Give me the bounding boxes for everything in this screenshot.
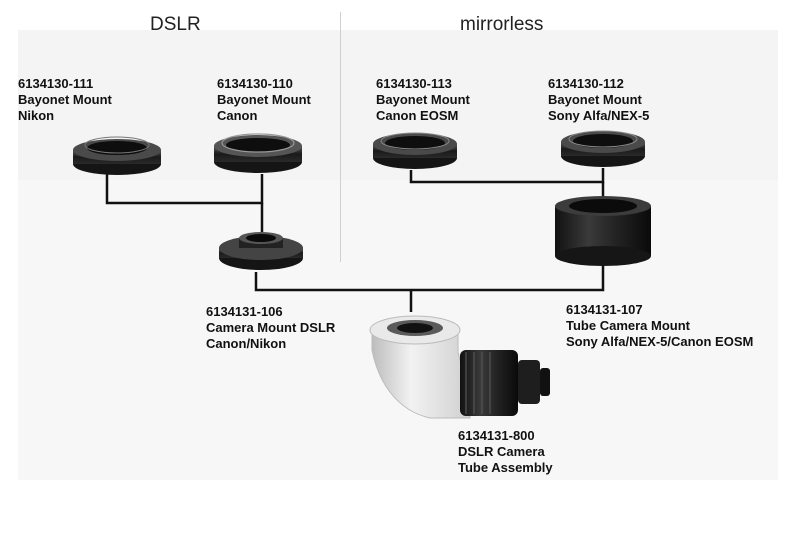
part-number: 6134130-110 — [217, 76, 293, 91]
part-type: Bayonet Mount — [548, 92, 642, 107]
label-canon-eosm-mount: 6134130-113 Bayonet Mount Canon EOSM — [376, 76, 470, 124]
part-compat: Canon/Nikon — [206, 336, 287, 351]
canon-eosm-mount-ring — [373, 132, 457, 169]
part-number: 6134130-111 — [18, 76, 94, 91]
section-title-dslr: DSLR — [150, 14, 201, 35]
connector-eosm-sony — [409, 168, 605, 184]
part-type: Bayonet Mount — [18, 92, 112, 107]
part-type: Tube Camera Mount — [566, 318, 690, 333]
label-tube-assembly: 6134131-800 DSLR Camera Tube Assembly — [458, 428, 553, 476]
label-tube-camera-mount: 6134131-107 Tube Camera Mount Sony Alfa/… — [566, 302, 753, 350]
part-compat: Sony Alfa/NEX-5/Canon EOSM — [566, 334, 754, 349]
tube-camera-mount-cylinder — [555, 196, 651, 266]
label-camera-mount-dslr: 6134131-106 Camera Mount DSLR Canon/Niko… — [206, 304, 335, 352]
part-number: 6134131-106 — [206, 304, 283, 319]
camera-mount-dslr-ring — [219, 232, 303, 270]
part-compat: Tube Assembly — [458, 460, 553, 475]
label-canon-mount: 6134130-110 Bayonet Mount Canon — [217, 76, 311, 124]
part-number: 6134130-112 — [548, 76, 624, 91]
part-type: Camera Mount DSLR — [206, 320, 336, 335]
canon-mount-ring — [214, 133, 302, 173]
part-type: Bayonet Mount — [217, 92, 311, 107]
part-number: 6134130-113 — [376, 76, 452, 91]
label-nikon-mount: 6134130-111 Bayonet Mount Nikon — [18, 76, 112, 124]
part-compat: Canon EOSM — [376, 108, 459, 123]
connector-nikon-canon — [105, 174, 264, 205]
connector-bottom — [254, 262, 605, 292]
tube-assembly-body — [369, 315, 550, 419]
part-type: DSLR Camera — [458, 444, 545, 459]
part-compat: Nikon — [18, 108, 55, 123]
part-compat: Canon — [217, 108, 258, 123]
sony-mount-ring — [561, 130, 645, 167]
part-number: 6134131-800 — [458, 428, 535, 443]
part-type: Bayonet Mount — [376, 92, 470, 107]
section-title-mirrorless: mirrorless — [460, 14, 544, 35]
connector-lines — [105, 168, 605, 312]
part-number: 6134131-107 — [566, 302, 643, 317]
section-divider — [340, 12, 341, 262]
label-sony-mount: 6134130-112 Bayonet Mount Sony Alfa/NEX-… — [548, 76, 649, 124]
nikon-mount-ring — [73, 136, 161, 175]
part-compat: Sony Alfa/NEX-5 — [548, 108, 650, 123]
